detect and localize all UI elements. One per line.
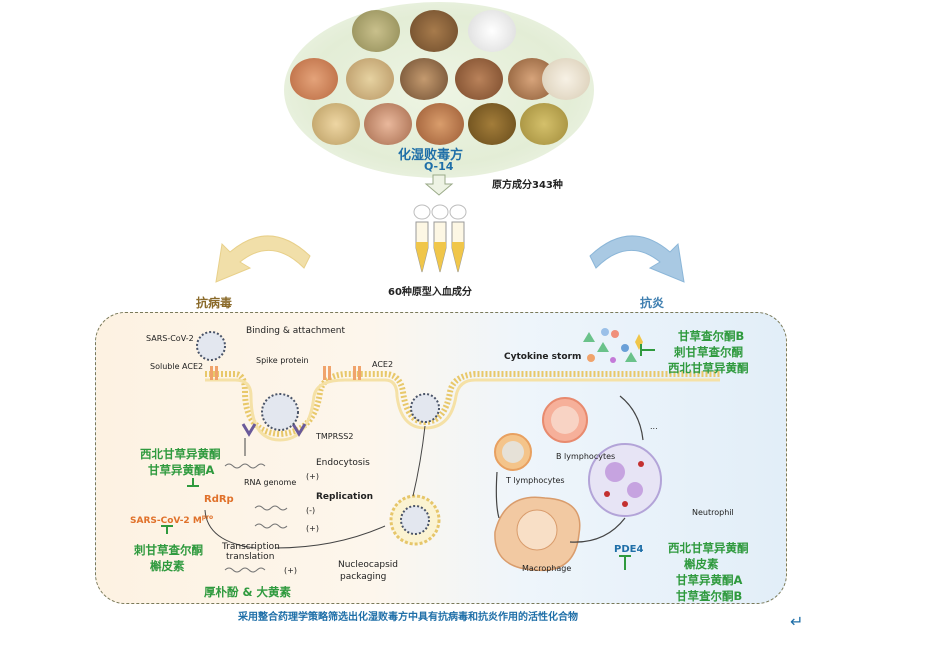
herb-image — [468, 10, 516, 52]
label-t-lymphocytes: T lymphocytes — [506, 476, 565, 485]
herb-image — [364, 103, 412, 145]
compound-pde4-1: 西北甘草异黄酮 — [668, 541, 749, 555]
compound-mpro-1: 刺甘草查尔酮 — [134, 543, 203, 557]
herb-image — [290, 58, 338, 100]
label-binding: Binding & attachment — [246, 326, 346, 336]
total-components: 原方成分343种 — [492, 180, 563, 191]
compound-pde4-2: 槲皮素 — [684, 557, 719, 571]
herb-image — [346, 58, 394, 100]
compound-cytokine-1: 甘草查尔酮B — [678, 329, 745, 343]
formula-code: Q-14 — [424, 160, 454, 173]
label-plus-3: (+) — [284, 566, 297, 575]
cell-membrane — [161, 328, 720, 573]
label-endocytosis: Endocytosis — [316, 458, 370, 468]
label-cytokine-storm: Cytokine storm — [504, 352, 582, 362]
label-sars-cov-2: SARS-CoV-2 — [146, 334, 194, 343]
immune-cells — [494, 397, 662, 572]
left-curved-arrow-icon — [215, 235, 311, 283]
label-mpro-text: SARS-CoV-2 M — [130, 516, 202, 526]
test-tubes-icon — [413, 204, 467, 273]
compound-rdrp-2: 甘草异黄酮A — [148, 463, 215, 477]
label-macrophage: Macrophage — [522, 564, 572, 573]
label-minus: (-) — [306, 506, 316, 515]
label-rdrp: RdRp — [204, 494, 234, 505]
label-mpro: SARS-CoV-2 Mpro — [130, 514, 213, 526]
label-neutrophil: Neutrophil — [692, 508, 734, 517]
herb-image — [400, 58, 448, 100]
compound-rdrp-1: 西北甘草异黄酮 — [140, 447, 221, 461]
right-curved-arrow-icon — [589, 235, 685, 283]
label-nucleocapsid: Nucleocapsid — [338, 560, 399, 570]
down-arrow-icon — [424, 174, 454, 196]
herb-image — [468, 103, 516, 145]
compound-pde4-3: 甘草异黄酮A — [676, 573, 743, 587]
formula-name: 化湿败毒方 — [398, 148, 464, 163]
compound-pde4-4: 甘草查尔酮B — [676, 589, 743, 603]
label-ace2: ACE2 — [372, 360, 394, 369]
herb-image — [520, 103, 568, 145]
label-plus-1: (+) — [306, 472, 319, 481]
compound-bottom: 厚朴酚 & 大黄素 — [204, 585, 292, 599]
label-mpro-sup: pro — [201, 514, 214, 521]
compound-mpro-2: 槲皮素 — [150, 559, 185, 573]
blood-components: 60种原型入血成分 — [388, 287, 472, 298]
label-tmprss2: TMPRSS2 — [316, 432, 354, 441]
herb-image — [542, 58, 590, 100]
herb-image — [416, 103, 464, 145]
mechanism-panel — [95, 312, 787, 604]
virus-particles — [196, 331, 441, 546]
label-pde4: PDE4 — [614, 544, 644, 555]
antiviral-title: 抗病毒 — [196, 296, 233, 310]
herb-image — [410, 10, 458, 52]
label-ellipsis: ... — [650, 422, 658, 431]
herb-image — [312, 103, 360, 145]
cytokine-particles — [583, 328, 643, 363]
label-soluble-ace2: Soluble ACE2 — [150, 362, 204, 371]
compound-cytokine-2: 刺甘草查尔酮 — [674, 345, 743, 359]
label-spike: Spike protein — [256, 356, 309, 365]
compound-cytokine-3: 西北甘草异黄酮 — [668, 361, 749, 375]
label-rna-genome: RNA genome — [244, 478, 297, 487]
antiinflammatory-title: 抗炎 — [640, 296, 665, 310]
label-b-lymphocytes: B lymphocytes — [556, 452, 616, 461]
label-transcription: Transcription — [222, 542, 280, 552]
herb-image — [352, 10, 400, 52]
label-translation: translation — [226, 552, 275, 562]
label-plus-2: (+) — [306, 524, 319, 533]
return-icon: ↵ — [790, 612, 804, 631]
label-packaging: packaging — [340, 572, 387, 582]
figure-caption: 采用整合药理学策略筛选出化湿败毒方中具有抗病毒和抗炎作用的活性化合物 — [238, 612, 578, 623]
herb-image — [455, 58, 503, 100]
label-replication: Replication — [316, 492, 374, 502]
